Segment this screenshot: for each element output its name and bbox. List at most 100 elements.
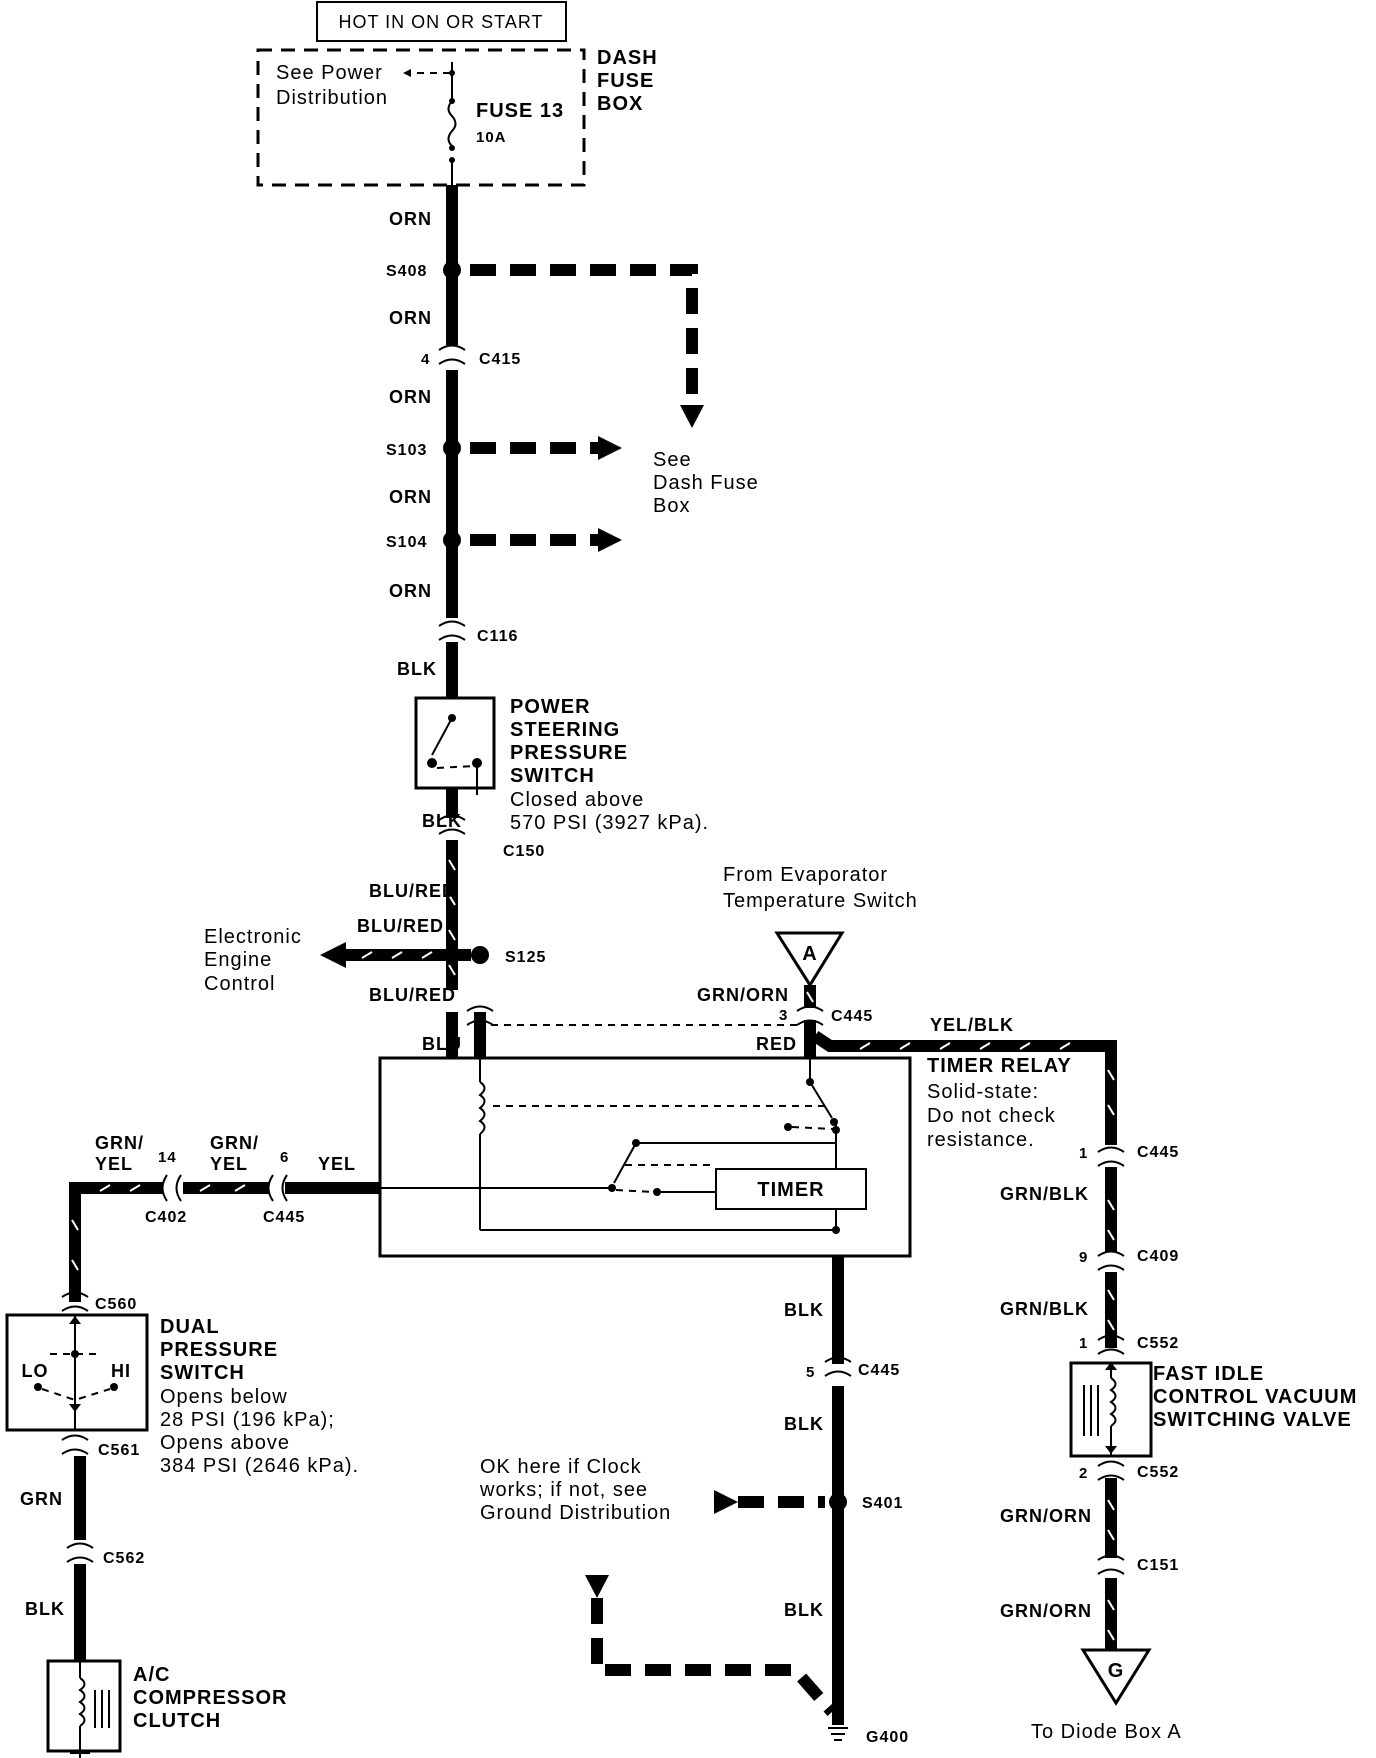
svg-text:BLK: BLK (784, 1600, 824, 1620)
s401-branch (714, 1490, 825, 1514)
svg-text:GRN/BLK: GRN/BLK (1000, 1299, 1089, 1319)
svg-text:1: 1 (1079, 1335, 1088, 1352)
eec-branch (320, 942, 452, 968)
relay-coil-icon (478, 1081, 486, 1135)
svg-text:OK here if Clock: OK here if Clock (480, 1456, 642, 1478)
connector-c552-bottom (1097, 1460, 1125, 1481)
timer-relay: TIMER (378, 1056, 912, 1258)
svg-text:14: 14 (158, 1149, 177, 1166)
ground-g400-icon (828, 1727, 848, 1741)
svg-text:C415: C415 (479, 351, 521, 368)
svg-text:FAST IDLE: FAST IDLE (1153, 1363, 1264, 1385)
dash-fuse-box: See Power Distribution FUSE 13 10A (256, 48, 586, 190)
svg-text:POWER: POWER (510, 696, 591, 718)
svg-text:RED: RED (756, 1034, 797, 1054)
svg-text:resistance.: resistance. (927, 1129, 1035, 1151)
svg-text:4: 4 (421, 351, 430, 368)
svg-text:C560: C560 (95, 1296, 137, 1313)
svg-text:HOT IN ON OR START: HOT IN ON OR START (338, 12, 543, 32)
svg-text:Distribution: Distribution (276, 87, 388, 109)
clutch-coil-icon (78, 1677, 86, 1727)
svg-text:C150: C150 (503, 843, 545, 860)
svg-text:2: 2 (1079, 1465, 1088, 1482)
yel-blk-wire (811, 1031, 1117, 1145)
svg-text:SWITCHING VALVE: SWITCHING VALVE (1153, 1409, 1352, 1431)
dual-pressure-switch: LO HI (5, 1313, 149, 1432)
svg-text:1: 1 (1079, 1145, 1088, 1162)
connector-c560 (61, 1291, 89, 1312)
svg-text:BLU/RED: BLU/RED (369, 985, 456, 1005)
connector-c151 (1097, 1554, 1125, 1575)
svg-text:GRN/ORN: GRN/ORN (1000, 1601, 1092, 1621)
svg-text:9: 9 (1079, 1249, 1088, 1266)
valve-coil-icon (1109, 1377, 1117, 1427)
svg-text:G: G (1108, 1660, 1125, 1682)
svg-text:TIMER RELAY: TIMER RELAY (927, 1055, 1072, 1077)
svg-text:See Power: See Power (276, 62, 383, 84)
svg-text:GRN/ORN: GRN/ORN (1000, 1506, 1092, 1526)
svg-text:10A: 10A (476, 129, 507, 146)
svg-text:From Evaporator: From Evaporator (723, 864, 888, 886)
svg-text:GRN/: GRN/ (95, 1133, 144, 1153)
svg-text:6: 6 (280, 1149, 289, 1166)
svg-text:Opens above: Opens above (160, 1432, 290, 1454)
s103-branch (470, 436, 622, 460)
svg-text:PRESSURE: PRESSURE (160, 1339, 278, 1361)
svg-text:Ground Distribution: Ground Distribution (480, 1502, 671, 1524)
svg-text:COMPRESSOR: COMPRESSOR (133, 1687, 287, 1709)
connector-c445-pin6 (267, 1174, 288, 1202)
connector-c561 (61, 1434, 89, 1455)
svg-text:YEL: YEL (210, 1154, 248, 1174)
svg-text:BLU/RED: BLU/RED (369, 881, 456, 901)
svg-text:384 PSI (2646 kPa).: 384 PSI (2646 kPa). (160, 1455, 359, 1477)
connector-c402 (161, 1174, 182, 1202)
svg-text:Engine: Engine (204, 949, 272, 971)
svg-text:C402: C402 (145, 1209, 187, 1226)
connector-g-icon: G (1080, 1648, 1152, 1706)
svg-text:ORN: ORN (389, 209, 432, 229)
svg-text:Dash Fuse: Dash Fuse (653, 472, 759, 494)
svg-text:BLU: BLU (422, 1034, 462, 1054)
ac-compressor-clutch (46, 1659, 122, 1758)
splice-s103 (443, 439, 461, 457)
svg-text:BLK: BLK (397, 659, 437, 679)
connector-a-icon: A (774, 931, 845, 988)
svg-text:C409: C409 (1137, 1248, 1179, 1265)
svg-text:Control: Control (204, 973, 275, 995)
svg-text:3: 3 (779, 1007, 788, 1024)
connector-c409 (1097, 1250, 1125, 1271)
svg-text:HI: HI (111, 1361, 131, 1381)
connector-c445-pin5 (824, 1356, 852, 1377)
svg-text:Do not check: Do not check (927, 1105, 1056, 1127)
svg-text:Closed above: Closed above (510, 789, 644, 811)
svg-text:570 PSI (3927 kPa).: 570 PSI (3927 kPa). (510, 812, 709, 834)
splice-s125 (471, 946, 489, 964)
svg-text:Temperature Switch: Temperature Switch (723, 890, 918, 912)
connector-c552-top (1097, 1334, 1125, 1355)
svg-text:FUSE 13: FUSE 13 (476, 100, 564, 122)
svg-text:C445: C445 (263, 1209, 305, 1226)
svg-text:S103: S103 (386, 442, 427, 459)
svg-text:ORN: ORN (389, 581, 432, 601)
connector-c445-pin1 (1097, 1146, 1125, 1167)
svg-text:BLK: BLK (784, 1414, 824, 1434)
svg-text:CONTROL VACUUM: CONTROL VACUUM (1153, 1386, 1357, 1408)
timer-module (715, 1168, 867, 1210)
svg-text:TIMER: TIMER (757, 1179, 824, 1201)
svg-text:BLK: BLK (25, 1599, 65, 1619)
svg-text:CLUTCH: CLUTCH (133, 1710, 221, 1732)
svg-text:SWITCH: SWITCH (160, 1362, 245, 1384)
svg-text:BLU/RED: BLU/RED (357, 916, 444, 936)
svg-text:A: A (802, 943, 817, 965)
svg-text:YEL: YEL (318, 1154, 356, 1174)
connector-c116 (438, 620, 466, 641)
svg-text:2: 2 (447, 1017, 456, 1034)
svg-text:C445: C445 (1137, 1144, 1179, 1161)
svg-text:Opens below: Opens below (160, 1386, 288, 1408)
connector-c150 (438, 814, 466, 835)
splice-s104 (443, 531, 461, 549)
fuse-icon (447, 100, 457, 147)
svg-text:BLK: BLK (784, 1300, 824, 1320)
svg-text:BOX: BOX (597, 93, 643, 115)
